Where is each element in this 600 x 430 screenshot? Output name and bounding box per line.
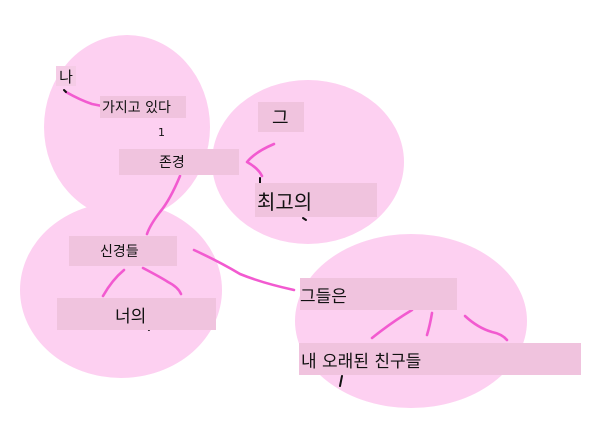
connector-nerves-to-your-left bbox=[101, 268, 126, 298]
bubble-bottom-left bbox=[20, 202, 222, 378]
connector-nerves-to-your-right bbox=[141, 266, 183, 296]
word-your: 너의 bbox=[57, 298, 216, 330]
bubble-bottom-right bbox=[295, 234, 527, 408]
word-na: 나 bbox=[56, 66, 76, 86]
number-label: 1 bbox=[158, 126, 165, 139]
connector-na-to-have bbox=[64, 90, 104, 108]
connector-respect-to-nerves bbox=[145, 174, 182, 236]
connector-nerves-to-they bbox=[192, 248, 296, 292]
connector-they-to-friends-3 bbox=[463, 314, 509, 342]
word-respect: 존경 bbox=[119, 149, 239, 175]
tick-friends bbox=[339, 375, 343, 387]
bubble-top-right bbox=[212, 80, 404, 244]
word-nerves: 신경들 bbox=[69, 236, 177, 266]
bubble-top-left bbox=[44, 35, 210, 219]
connector-they-to-friends-1 bbox=[370, 308, 414, 340]
connector-he-to-respect bbox=[245, 142, 276, 178]
connector-they-to-friends-2 bbox=[425, 311, 434, 337]
word-old-friends: 내 오래된 친구들 bbox=[299, 343, 581, 375]
tick-na bbox=[63, 89, 67, 93]
word-he: 그 bbox=[258, 102, 304, 132]
word-best: 최고의 bbox=[255, 183, 377, 217]
word-they: 그들은 bbox=[300, 278, 457, 310]
word-have: 가지고 있다 bbox=[100, 96, 186, 118]
tick-choegoui-bottom bbox=[302, 217, 307, 221]
